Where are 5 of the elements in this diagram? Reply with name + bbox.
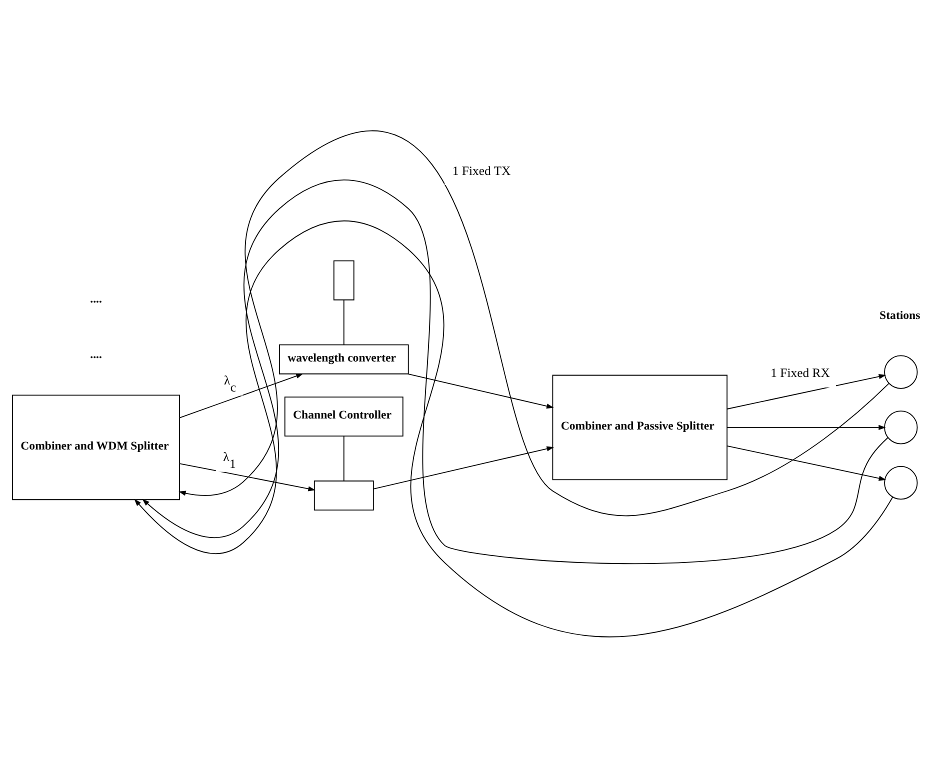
edge-label: 1 Fixed TX — [452, 164, 511, 178]
label: .... — [90, 292, 102, 306]
label: .... — [90, 346, 102, 361]
label: Stations — [880, 308, 920, 322]
edge-label: 1 Fixed RX — [770, 366, 830, 380]
